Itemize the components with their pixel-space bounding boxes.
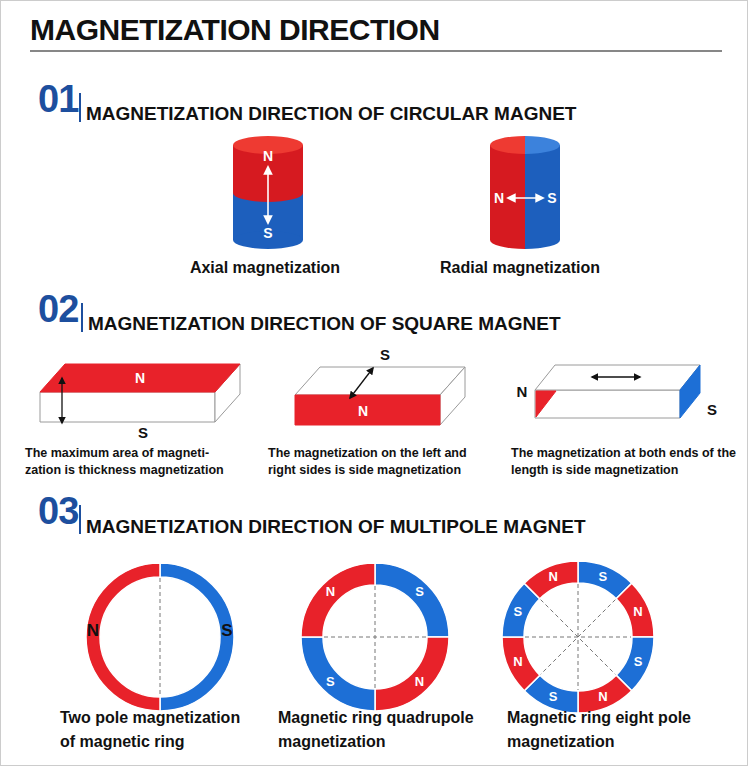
ring-magnet [301, 563, 449, 711]
section-bar [79, 93, 81, 122]
caption: Axial magnetization [190, 258, 340, 277]
caption: Magnetic ring quadrupole magnetization [278, 706, 508, 754]
pole-letter: N [415, 674, 424, 690]
pole-segment [502, 637, 540, 691]
page-title: MAGNETIZATION DIRECTION [30, 12, 440, 48]
thickness-block [40, 364, 240, 423]
caption: Radial magnetization [440, 258, 600, 277]
pole-letter: S [547, 190, 556, 207]
section-bar [79, 505, 81, 534]
section-number: 01 [38, 80, 78, 118]
section-number: 03 [38, 492, 78, 530]
caption: Magnetic ring eight pole magnetization [507, 706, 739, 754]
title-rule [30, 50, 722, 51]
pole-letter: S [514, 604, 523, 620]
ring-magnet [86, 563, 234, 711]
pole-segment [375, 637, 449, 711]
pole-segment [616, 583, 654, 637]
pole-letter: N [494, 190, 504, 207]
pole-letter: S [380, 346, 390, 364]
pole-letter: N [87, 621, 99, 641]
section-bar [81, 303, 83, 332]
pole-letter: S [599, 569, 608, 585]
section-heading: MAGNETIZATION DIRECTION OF SQUARE MAGNET [88, 313, 561, 336]
dash-line [541, 600, 616, 675]
pole-segment [375, 563, 449, 637]
pole-letter: S [415, 585, 424, 601]
pole-letter: S [634, 654, 643, 670]
ring-magnet [502, 561, 654, 713]
section-heading: MAGNETIZATION DIRECTION OF CIRCULAR MAGN… [86, 103, 576, 126]
dash-line [375, 586, 376, 688]
pole-letter: N [263, 148, 273, 165]
caption: The magnetization on the left and right … [268, 445, 490, 479]
pole-letter: N [513, 654, 522, 670]
caption: Two pole magnetization of magnetic ring [60, 706, 255, 754]
section-number: 02 [38, 290, 78, 328]
section-heading: MAGNETIZATION DIRECTION OF MULTIPOLE MAG… [86, 516, 586, 539]
pole-letter: S [707, 401, 717, 419]
pole-segment [578, 675, 632, 713]
pole-segment [301, 637, 375, 711]
caption: The maximum area of magneti- zation is t… [25, 445, 235, 479]
axial-cylinder [233, 136, 303, 249]
pole-letter: N [326, 585, 335, 601]
pole-letter: S [326, 674, 335, 690]
pole-letter: S [138, 424, 148, 442]
dash-line [160, 578, 161, 696]
ring-magnets [86, 561, 654, 713]
caption: The magnetization at both ends of the le… [511, 445, 736, 479]
end-block [535, 365, 700, 418]
pole-segment [524, 561, 578, 599]
pole-segment [301, 563, 375, 637]
pole-letter: S [263, 225, 272, 242]
pole-letter: N [598, 689, 607, 705]
pole-letter: N [633, 604, 642, 620]
pole-segment [86, 563, 160, 711]
pole-letter: S [549, 689, 558, 705]
radial-cylinder [490, 136, 560, 249]
pole-letter: N [517, 383, 528, 401]
side-block [295, 367, 465, 425]
pole-letter: N [548, 569, 557, 585]
pole-segment [160, 563, 234, 711]
pole-letter: N [135, 370, 145, 387]
pole-letter: N [358, 403, 368, 420]
pole-letter: S [221, 621, 232, 641]
